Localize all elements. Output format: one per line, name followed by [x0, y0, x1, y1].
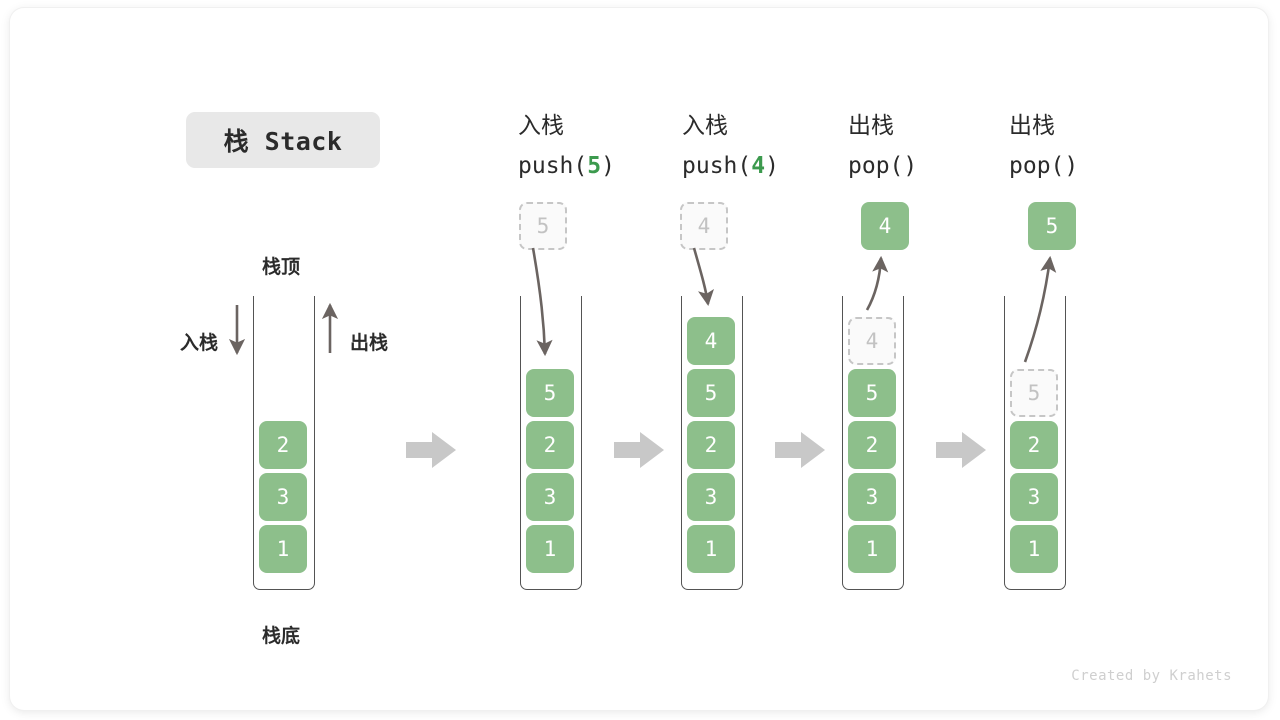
operation-label-code: pop()	[1009, 146, 1078, 186]
code-argument: 4	[751, 153, 766, 179]
incoming-element-ghost: 4	[680, 202, 728, 250]
stack-cell: 1	[687, 525, 735, 573]
code-suffix: )	[765, 153, 779, 179]
operation-label-cn: 出栈	[1009, 113, 1055, 139]
removed-element-ghost: 5	[1010, 369, 1058, 417]
stack-container	[520, 296, 582, 590]
stack-cell: 3	[526, 473, 574, 521]
transition-arrow	[614, 432, 664, 468]
stack-cell: 1	[259, 525, 307, 573]
operation-label-cn: 入栈	[682, 113, 728, 139]
code-prefix: pop(	[1009, 153, 1065, 179]
stack-cell: 5	[848, 369, 896, 417]
diagram-card: 栈 Stack 栈顶 入栈 出栈 2 3 1 栈底 入栈 push(5) 5 5…	[10, 8, 1268, 710]
stack-cell: 4	[687, 317, 735, 365]
transition-arrow	[775, 432, 825, 468]
code-suffix: )	[601, 153, 615, 179]
popped-element: 4	[861, 202, 909, 250]
code-argument: 5	[587, 153, 602, 179]
stack-cell: 3	[259, 473, 307, 521]
incoming-element-ghost: 5	[519, 202, 567, 250]
operation-label-code: push(4)	[682, 146, 779, 186]
stack-cell: 1	[1010, 525, 1058, 573]
push-direction-label: 入栈	[180, 332, 219, 354]
stack-cell: 2	[848, 421, 896, 469]
pop-direction-label: 出栈	[350, 332, 389, 354]
stack-container	[1004, 296, 1066, 590]
code-suffix: )	[1064, 153, 1079, 179]
stack-cell: 3	[687, 473, 735, 521]
stack-container	[253, 296, 315, 590]
stack-container	[842, 296, 904, 590]
stack-cell: 1	[848, 525, 896, 573]
code-prefix: push(	[682, 153, 752, 179]
stack-cell: 1	[526, 525, 574, 573]
transition-arrow	[406, 432, 456, 468]
stack-cell: 3	[848, 473, 896, 521]
code-prefix: push(	[518, 153, 588, 179]
popped-element: 5	[1028, 202, 1076, 250]
removed-element-ghost: 4	[848, 317, 896, 365]
operation-label-code: push(5)	[518, 146, 615, 186]
stack-container	[681, 296, 743, 590]
code-prefix: pop(	[848, 153, 904, 179]
stack-cell: 3	[1010, 473, 1058, 521]
stack-bottom-label: 栈底	[262, 625, 301, 647]
stack-cell: 2	[259, 421, 307, 469]
transition-arrow	[936, 432, 986, 468]
operation-label-cn: 出栈	[848, 113, 894, 139]
stack-cell: 2	[526, 421, 574, 469]
watermark: Created by Krahets	[1071, 668, 1232, 684]
stack-top-label: 栈顶	[262, 256, 301, 278]
code-suffix: )	[903, 153, 918, 179]
stack-cell: 5	[687, 369, 735, 417]
diagram-title: 栈 Stack	[186, 112, 380, 168]
operation-label-code: pop()	[848, 146, 917, 186]
stack-cell: 2	[1010, 421, 1058, 469]
stack-cell: 5	[526, 369, 574, 417]
stack-cell: 2	[687, 421, 735, 469]
operation-label-cn: 入栈	[518, 113, 564, 139]
